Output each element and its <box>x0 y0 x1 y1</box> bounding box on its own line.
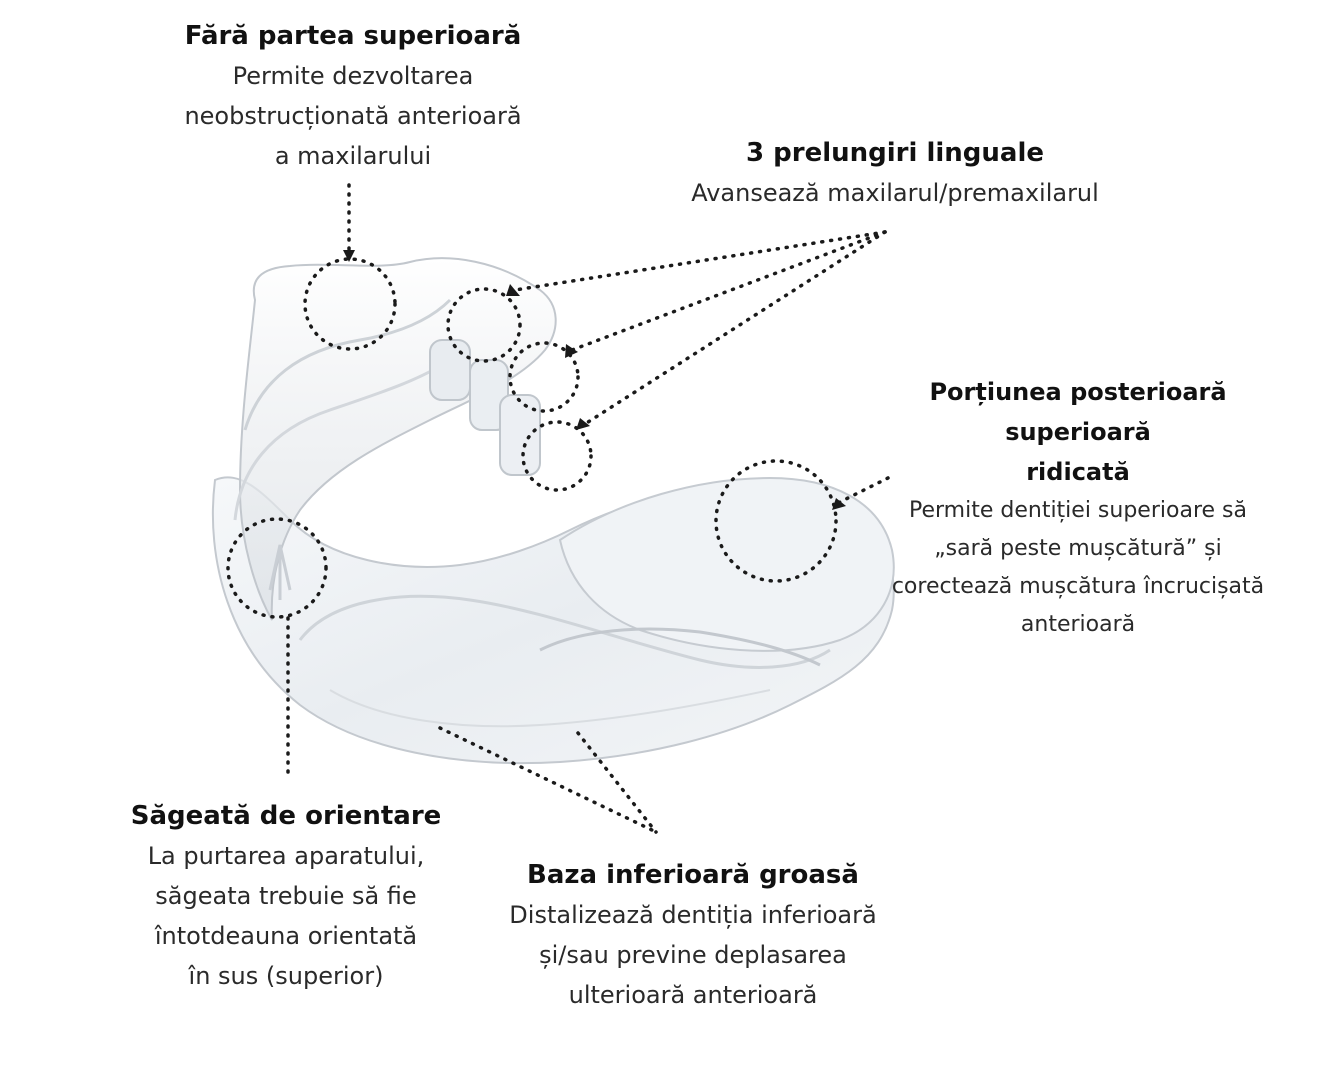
callout-no-upper-title: Fără partea superioară <box>184 21 522 51</box>
pointer-arrowheads <box>343 250 846 510</box>
callout-arrow-line-3: întotdeauna orientată <box>154 922 418 950</box>
callout-arrow-line-1: La purtarea aparatului, <box>147 842 425 870</box>
callout-arrow-line-2: săgeata trebuie să fie <box>155 882 417 910</box>
arrowhead-lingual-1 <box>506 284 520 296</box>
lingual-tab-3 <box>499 394 541 476</box>
circle-posterior <box>714 459 838 583</box>
callout-posterior: Porțiunea posterioară superioară ridicat… <box>868 372 1288 644</box>
pointer-base-2 <box>576 731 658 834</box>
callout-posterior-title-1: Porțiunea posterioară superioară <box>929 378 1227 446</box>
pointer-lingual-3 <box>583 230 887 426</box>
arrowhead-lingual-3 <box>576 418 590 430</box>
callout-no-upper: Fără partea superioară Permite dezvoltar… <box>133 16 573 176</box>
channel-ridge-3 <box>298 594 831 669</box>
orientation-arrow-mark <box>268 544 292 600</box>
circle-no-upper <box>303 257 397 351</box>
circle-lingual-1 <box>446 287 522 363</box>
callout-posterior-line-1: Permite dentiției superioare să <box>909 498 1247 523</box>
arrowhead-posterior <box>832 498 846 510</box>
callout-base-line-2: și/sau previne deplasarea <box>539 941 847 969</box>
lingual-tab-1 <box>429 339 471 401</box>
callout-lingual: 3 prelungiri linguale Avansează maxilaru… <box>665 133 1125 213</box>
callout-posterior-line-3: corectează mușcătura încrucișată <box>891 574 1265 599</box>
callout-base-line-1: Distalizează dentiția inferioară <box>509 901 877 929</box>
callout-posterior-title-2: ridicată <box>1026 458 1130 486</box>
channel-ridge-2 <box>233 358 451 521</box>
callout-no-upper-line-3: a maxilarului <box>274 142 432 170</box>
callout-no-upper-line-2: neobstrucționată anterioară <box>184 102 522 130</box>
callout-lingual-line-1: Avansează maxilarul/premaxilarul <box>691 179 1099 207</box>
callout-no-upper-line-1: Permite dezvoltarea <box>232 62 474 90</box>
mouthguard-body <box>211 257 895 765</box>
callout-base: Baza inferioară groasă Distalizează dent… <box>483 855 903 1015</box>
channel-ridge-1 <box>243 298 452 431</box>
callout-base-title: Baza inferioară groasă <box>527 860 859 890</box>
callout-arrow-title: Săgeată de orientare <box>130 801 442 831</box>
callout-posterior-line-4: anterioară <box>1020 612 1136 637</box>
arrowhead-no-upper <box>343 250 355 262</box>
arrowhead-lingual-2 <box>565 344 578 358</box>
circle-arrow <box>226 517 328 619</box>
channel-ridge-4 <box>329 689 771 728</box>
circle-lingual-2 <box>508 341 580 413</box>
callout-base-line-3: ulterioară anterioară <box>568 981 818 1009</box>
pointer-lingual-1 <box>513 230 887 292</box>
pointer-posterior <box>836 476 890 505</box>
pointer-base-1 <box>438 726 658 834</box>
pointer-lingual-2 <box>570 230 887 352</box>
callout-lingual-title: 3 prelungiri linguale <box>746 138 1044 168</box>
occlusal-shelf <box>539 627 821 667</box>
callout-arrow: Săgeată de orientare La purtarea aparatu… <box>106 796 466 996</box>
callout-posterior-line-2: „sară peste mușcătură” și <box>934 536 1222 561</box>
callout-arrow-line-4: în sus (superior) <box>188 962 384 990</box>
circle-lingual-3 <box>521 420 593 492</box>
upper-flange-shape <box>238 257 557 621</box>
